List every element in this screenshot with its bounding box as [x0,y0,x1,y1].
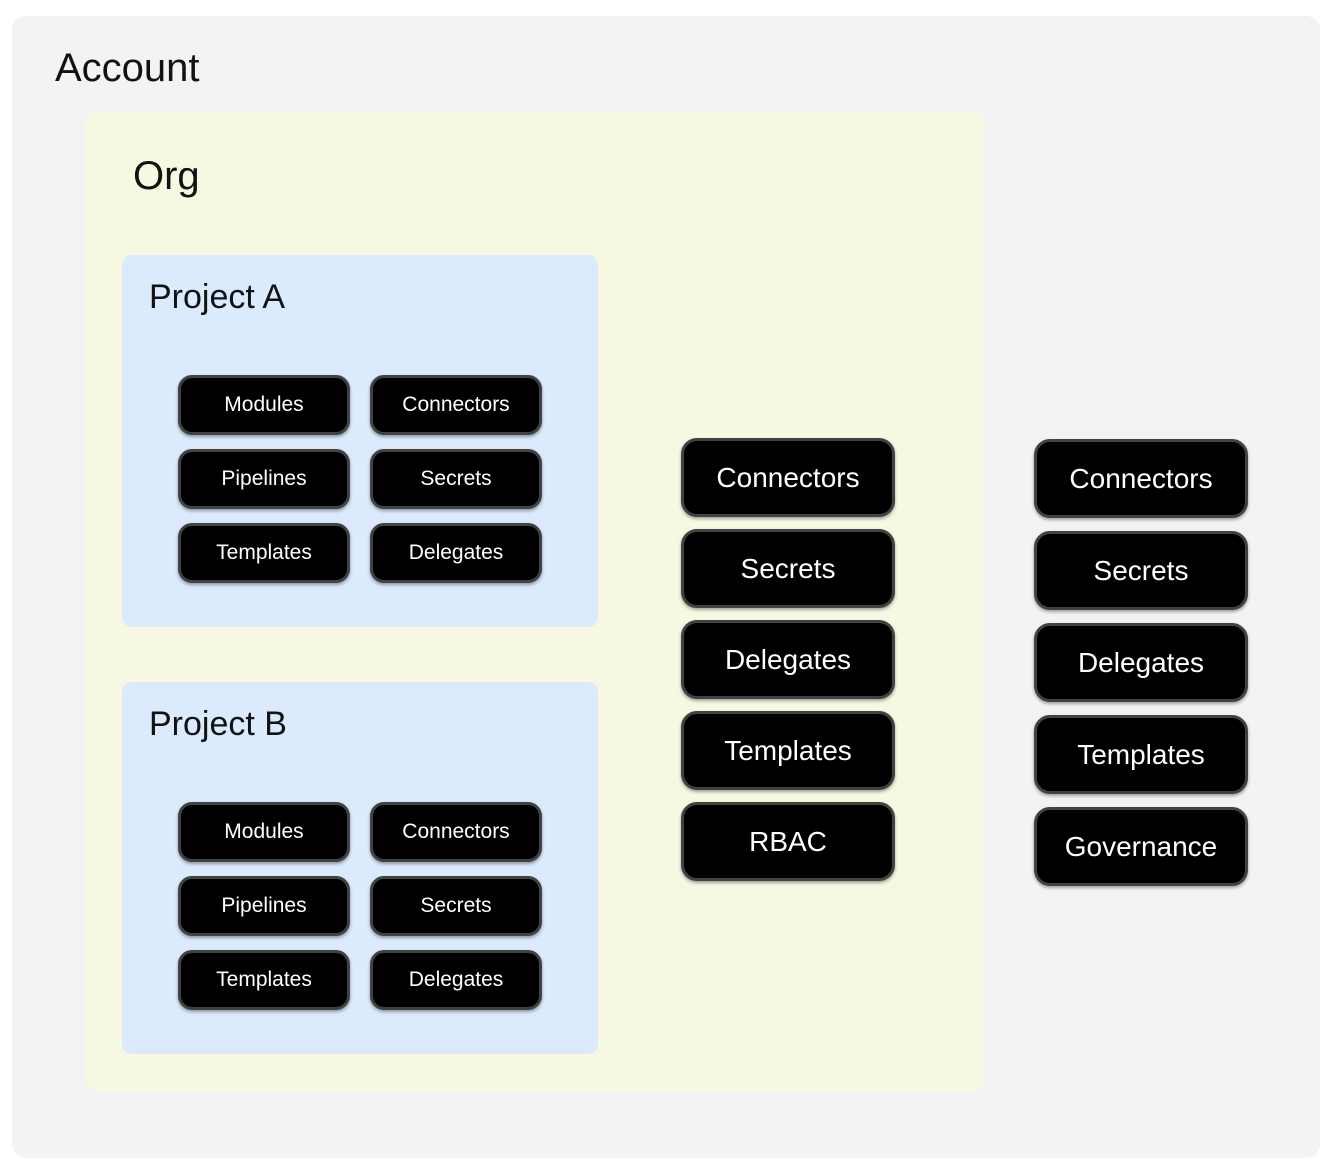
project-b-pill-templates: Templates [178,950,350,1010]
org-pill-secrets: Secrets [681,529,895,608]
account-pill-column: Connectors Secrets Delegates Templates G… [1034,439,1248,886]
account-pill-templates: Templates [1034,715,1248,794]
org-pill-templates: Templates [681,711,895,790]
project-b-pill-pipelines: Pipelines [178,876,350,936]
project-a-container: Project A Modules Connectors Pipelines S… [122,255,598,627]
org-container: Org Project A Modules Connectors Pipelin… [85,112,983,1092]
project-a-pill-templates: Templates [178,523,350,583]
org-title: Org [133,154,200,198]
account-pill-secrets: Secrets [1034,531,1248,610]
project-a-pill-modules: Modules [178,375,350,435]
project-a-pill-connectors: Connectors [370,375,542,435]
account-container: Account Org Project A Modules Connectors… [12,16,1320,1158]
org-pill-connectors: Connectors [681,438,895,517]
project-a-pill-delegates: Delegates [370,523,542,583]
project-a-pill-secrets: Secrets [370,449,542,509]
project-b-pill-grid: Modules Connectors Pipelines Secrets Tem… [178,802,542,1010]
project-a-pill-pipelines: Pipelines [178,449,350,509]
project-b-pill-modules: Modules [178,802,350,862]
project-b-pill-connectors: Connectors [370,802,542,862]
account-pill-delegates: Delegates [1034,623,1248,702]
project-b-container: Project B Modules Connectors Pipelines S… [122,682,598,1054]
org-pill-rbac: RBAC [681,802,895,881]
org-pill-column: Connectors Secrets Delegates Templates R… [681,438,895,881]
account-title: Account [55,46,200,90]
org-pill-delegates: Delegates [681,620,895,699]
project-b-pill-secrets: Secrets [370,876,542,936]
project-a-title: Project A [149,278,286,316]
project-b-pill-delegates: Delegates [370,950,542,1010]
project-b-title: Project B [149,705,287,743]
account-pill-connectors: Connectors [1034,439,1248,518]
account-pill-governance: Governance [1034,807,1248,886]
project-a-pill-grid: Modules Connectors Pipelines Secrets Tem… [178,375,542,583]
